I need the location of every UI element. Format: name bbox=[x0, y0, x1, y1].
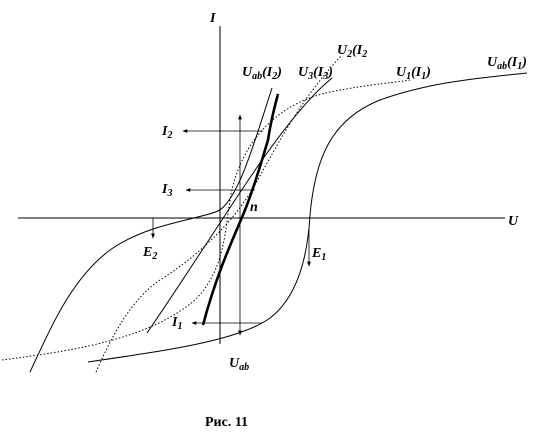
label-i3: I3 bbox=[161, 182, 172, 199]
label-uab-i1: Uab(I1) bbox=[487, 55, 527, 72]
label-e1: E1 bbox=[311, 246, 326, 263]
label-u-axis: U bbox=[508, 214, 519, 229]
label-uab: Uab bbox=[229, 356, 249, 373]
label-i2: I2 bbox=[161, 124, 172, 141]
label-uab-i2: Uab(I2) bbox=[242, 65, 282, 82]
label-u1-i1: U1(I1) bbox=[396, 65, 431, 82]
figure-caption: Рис. 11 bbox=[205, 415, 248, 430]
curve-u3-i3 bbox=[146, 77, 333, 334]
label-n: n bbox=[250, 200, 258, 215]
label-u2-i2: U2(I2 bbox=[337, 43, 367, 60]
thick-operating-curve bbox=[201, 93, 280, 326]
curve-uab-i2 bbox=[29, 87, 273, 373]
label-i-axis: I bbox=[209, 11, 216, 26]
label-i1: I1 bbox=[171, 315, 182, 332]
curve-u1-i1 bbox=[1, 79, 411, 361]
curve-uab-i1 bbox=[87, 72, 528, 363]
label-u3-i3: U3(I3) bbox=[298, 65, 333, 82]
curve-u2-i2 bbox=[95, 54, 343, 373]
label-e2: E2 bbox=[142, 245, 157, 262]
